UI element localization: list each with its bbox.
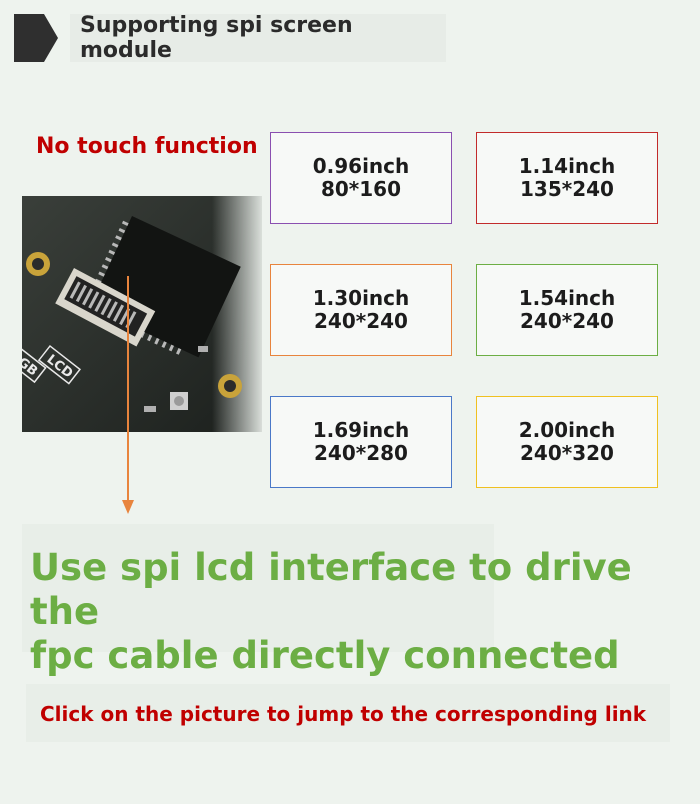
screen-resolution: 80*160 — [320, 177, 402, 201]
screen-size: 1.30inch — [312, 286, 410, 310]
screen-size: 1.14inch — [518, 154, 616, 178]
screen-card-0-96[interactable]: 0.96inch 80*160 — [270, 132, 452, 224]
no-touch-note: No touch function — [36, 134, 258, 159]
title-box: Supporting spi screen module — [70, 13, 446, 63]
screen-resolution: 240*280 — [314, 441, 408, 465]
screen-size: 0.96inch — [312, 154, 410, 178]
headline-background — [22, 524, 494, 652]
screen-card-1-14[interactable]: 1.14inch 135*240 — [476, 132, 658, 224]
screen-resolution: 240*320 — [520, 441, 614, 465]
screen-resolution: 240*240 — [520, 309, 614, 333]
screen-size: 1.69inch — [312, 418, 410, 442]
jump-link-text[interactable]: Click on the picture to jump to the corr… — [40, 702, 647, 726]
screen-resolution: 135*240 — [520, 177, 614, 201]
page-title: Supporting spi screen module — [80, 13, 353, 63]
page-header: Supporting spi screen module — [14, 13, 446, 63]
screen-size: 2.00inch — [518, 418, 616, 442]
screen-size: 1.54inch — [518, 286, 616, 310]
footer-background — [26, 684, 670, 742]
arrow-down-icon — [122, 276, 134, 514]
screen-card-1-30[interactable]: 1.30inch 240*240 — [270, 264, 452, 356]
headline: Use spi lcd interface to drive the fpc c… — [30, 546, 690, 678]
screen-resolution: 240*240 — [314, 309, 408, 333]
headline-line-1: Use spi lcd interface to drive the — [30, 546, 632, 633]
screen-card-1-54[interactable]: 1.54inch 240*240 — [476, 264, 658, 356]
headline-line-2: fpc cable directly connected — [30, 634, 620, 677]
section-marker-icon — [14, 14, 58, 62]
screen-card-2-00[interactable]: 2.00inch 240*320 — [476, 396, 658, 488]
board-photo[interactable]: LCD RGB — [22, 196, 262, 432]
screen-card-1-69[interactable]: 1.69inch 240*280 — [270, 396, 452, 488]
